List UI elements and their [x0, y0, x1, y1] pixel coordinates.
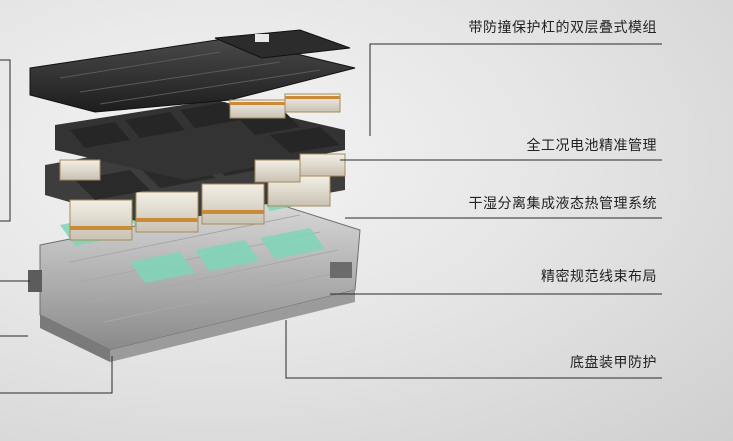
callout-line-left-upper: [0, 59, 11, 222]
upper-cell-modules: [55, 100, 346, 183]
top-lid: [29, 29, 356, 119]
label-chassis-armor: 底盘装甲防护: [570, 355, 657, 371]
callout-line-bumper-layer: [369, 43, 662, 136]
label-wet-dry-separation: 干湿分离集成液态热管理系统: [468, 196, 657, 212]
callout-lines: [0, 43, 662, 394]
callout-line-chassis-armor: [285, 320, 662, 379]
label-thermal-management: 全工况电池精准管理: [526, 138, 657, 154]
label-wiring-layout: 精密规范线束布局: [541, 269, 657, 285]
callout-line-left-lower-3: [0, 356, 113, 394]
label-bumper-layer: 带防撞保护杠的双层叠式模组: [468, 20, 657, 36]
